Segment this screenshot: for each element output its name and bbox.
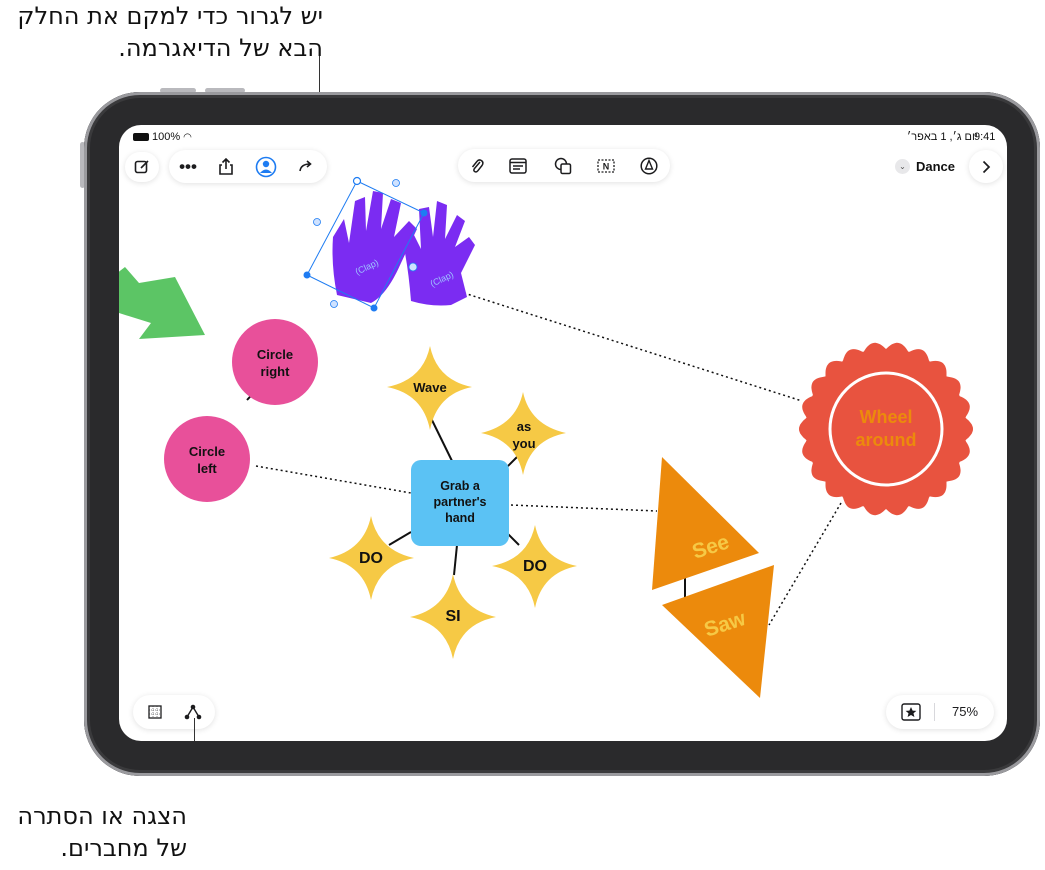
wheel-shape[interactable] (799, 342, 973, 516)
attachment-icon[interactable] (462, 149, 492, 182)
as-you-line: as (516, 419, 532, 434)
pen-icon[interactable] (634, 149, 664, 182)
battery-icon (133, 133, 149, 141)
si-star[interactable] (410, 574, 496, 659)
wifi-icon: ◠ (183, 131, 192, 143)
chevron-down-icon: ⌄ (895, 158, 910, 174)
connectors-toggle-icon[interactable] (179, 695, 207, 729)
wheel-inner-ring (828, 371, 944, 487)
left-toolbar: ••• (169, 150, 327, 183)
freeform-screen: 100% ◠ יום ג׳, 1 באפר׳ 9:41 ••• (119, 125, 1007, 741)
status-battery: 100% ◠ (133, 131, 192, 143)
wheel-line: around (855, 430, 917, 450)
as-you-star[interactable] (481, 392, 566, 475)
circle-left-line: Circle (188, 444, 226, 459)
zoom-level[interactable]: 75% (951, 704, 979, 719)
svg-text:N: N (603, 161, 610, 171)
circle-right-line: right (260, 364, 290, 379)
dotted-connector (510, 504, 658, 512)
do-right-label: DO (523, 558, 547, 575)
center-node-label: Grab a partner's hand (411, 478, 509, 526)
saw-triangle[interactable] (662, 565, 774, 698)
circle-right-line: Circle (256, 347, 294, 362)
center-node-line: hand (445, 511, 475, 525)
si-label: SI (445, 608, 461, 625)
bottom-left-toolbar (133, 695, 215, 729)
connector-handle[interactable] (313, 218, 321, 226)
wave-label: Wave (413, 380, 447, 395)
selection-handle[interactable] (352, 176, 362, 186)
collaborate-icon[interactable] (251, 150, 281, 183)
favorites-star-icon[interactable] (896, 695, 926, 729)
wave-star[interactable] (387, 346, 472, 430)
selection-handle[interactable] (303, 271, 311, 279)
center-node-line: partner's (433, 495, 487, 509)
share-icon[interactable] (211, 150, 241, 183)
clap-hands-image[interactable] (332, 191, 476, 306)
callout-drag: יש לגרור כדי למקם את החלק הבא של הדיאגרמ… (17, 0, 323, 64)
dotted-connector (768, 502, 842, 626)
do-right-star[interactable] (492, 525, 577, 608)
toolbar-divider (934, 703, 935, 721)
more-icon[interactable]: ••• (179, 156, 197, 176)
callout-connectors-line1: הצגה או הסתרה (17, 802, 187, 830)
connector-line (428, 413, 455, 466)
center-node-shape[interactable] (411, 460, 509, 546)
board-canvas[interactable]: (Clap) (Clap) See Saw (119, 125, 1007, 741)
circle-right-label: Circle right (232, 346, 318, 380)
callout-connectors-line2: של מחברים. (60, 834, 187, 862)
insert-toolbar: N (458, 149, 670, 182)
redo-icon[interactable] (291, 150, 321, 183)
connector-handle[interactable] (408, 262, 418, 272)
board-title: Dance (916, 158, 956, 174)
top-button (160, 88, 196, 93)
connector-handle[interactable] (392, 179, 400, 187)
green-arrow[interactable] (119, 267, 205, 339)
connector-handle[interactable] (330, 300, 338, 308)
dotted-connector (255, 465, 412, 494)
side-button (80, 142, 85, 188)
callout-connectors-leader (194, 718, 195, 741)
battery-level: 100% (152, 131, 181, 143)
text-box-icon[interactable] (503, 149, 533, 182)
top-button (205, 88, 245, 93)
circle-left-shape[interactable] (164, 416, 250, 502)
status-date: יום ג׳, 1 באפר׳ (907, 131, 978, 143)
text-icon[interactable]: N (591, 149, 621, 182)
connector-line (453, 544, 458, 576)
circle-left-label: Circle left (164, 443, 250, 477)
grid-icon[interactable] (141, 695, 169, 729)
see-triangle[interactable] (652, 457, 759, 590)
callout-connectors: הצגה או הסתרה של מחברים. (17, 800, 187, 864)
forward-button[interactable] (969, 150, 1003, 183)
wheel-scalloped-path[interactable] (799, 342, 973, 516)
callout-drag-line1: יש לגרור כדי למקם את החלק (17, 2, 323, 30)
center-node-line: Grab a (440, 479, 480, 493)
as-you-line: you (512, 436, 536, 451)
circle-left-line: left (197, 461, 217, 476)
as-you-label: as you (489, 418, 559, 452)
new-board-button[interactable] (125, 152, 159, 182)
wheel-line: Wheel (859, 407, 913, 427)
selection-handle[interactable] (370, 304, 378, 312)
connector-line (388, 531, 412, 546)
bottom-right-toolbar: 75% (886, 695, 994, 729)
selection-handle[interactable] (420, 209, 428, 217)
callout-drag-line2: הבא של הדיאגרמה. (118, 34, 323, 62)
chevron-right-icon (969, 150, 1003, 183)
do-left-label: DO (359, 550, 383, 567)
circle-right-shape[interactable] (232, 319, 318, 405)
compose-icon (125, 152, 159, 182)
status-time: 9:41 (974, 131, 996, 143)
do-left-star[interactable] (329, 516, 414, 600)
dotted-connector (463, 292, 803, 402)
board-title-menu[interactable]: ⌄ Dance (895, 153, 955, 179)
shapes-icon[interactable] (548, 149, 578, 182)
wheel-label: Wheel around (836, 406, 936, 452)
